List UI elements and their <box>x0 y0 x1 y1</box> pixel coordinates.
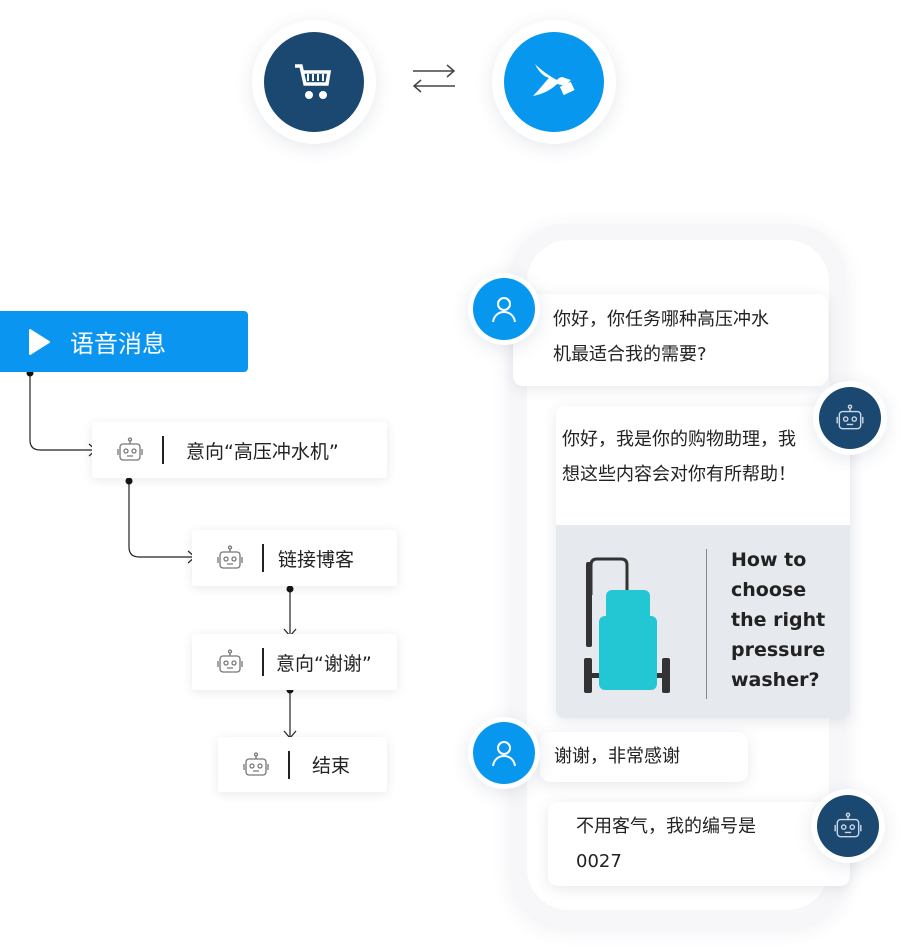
voice-message-button[interactable]: 语音消息 <box>0 311 248 372</box>
chat-message-user: 谢谢，非常感谢 <box>540 732 748 782</box>
robot-icon <box>114 437 146 463</box>
text-line: 谢谢，非常感谢 <box>554 746 680 767</box>
chat-message-bot: 不用客气，我的编号是 0027 <box>548 802 850 886</box>
flow-node-intent-washer[interactable]: 意向“高压冲水机” <box>92 422 387 478</box>
text-line: How to <box>731 549 807 571</box>
dove-icon <box>504 32 604 132</box>
blog-card[interactable]: How to choose the right pressure washer? <box>556 525 850 718</box>
chat-message-bot: 你好，我是你的购物助理，我想这些内容会对你有所帮助！ How to choose t… <box>556 406 850 718</box>
bot-avatar <box>813 381 887 455</box>
user-icon <box>473 722 535 784</box>
swap-arrows-icon <box>412 62 456 94</box>
text-line: washer? <box>731 669 820 691</box>
text-line: 机最适合我的需要? <box>553 344 707 365</box>
text-line: pressure <box>731 639 826 661</box>
text-line: choose <box>731 579 807 601</box>
text-line: the right <box>731 609 826 631</box>
robot-icon <box>819 387 881 449</box>
node-label: 链接博客 <box>278 548 355 571</box>
flow-node-blog-link[interactable]: 链接博客 <box>192 530 397 586</box>
robot-icon <box>214 649 246 675</box>
voice-message-label: 语音消息 <box>70 330 166 358</box>
pressure-washer-image <box>584 557 670 693</box>
robot-icon <box>817 795 879 857</box>
flow-node-end[interactable]: 结束 <box>218 737 387 792</box>
node-label: 意向“谢谢” <box>276 652 372 675</box>
text-line: 想这些内容会对你有所帮助！ <box>562 464 796 485</box>
chat-message-user: 你好，你任务哪种高压冲水机最适合我的需要? <box>513 294 828 386</box>
shop-logo <box>252 20 376 144</box>
flow-node-intent-thanks[interactable]: 意向“谢谢” <box>192 634 397 690</box>
text-line: 你好，我是你的购物助理，我 <box>562 429 796 450</box>
user-avatar <box>468 273 540 345</box>
play-icon <box>29 328 50 355</box>
text-line: 不用客气，我的编号是 <box>576 816 756 837</box>
robot-icon <box>214 545 246 571</box>
user-icon <box>473 278 535 340</box>
node-label: 意向“高压冲水机” <box>186 440 339 463</box>
text-line: 你好，你任务哪种高压冲水 <box>553 309 769 330</box>
robot-icon <box>240 751 272 778</box>
bot-avatar <box>811 789 885 863</box>
bot-logo <box>492 20 616 144</box>
shopping-cart-icon <box>264 32 364 132</box>
text-line: 0027 <box>576 851 622 872</box>
user-avatar <box>468 717 540 789</box>
node-label: 结束 <box>312 755 351 777</box>
